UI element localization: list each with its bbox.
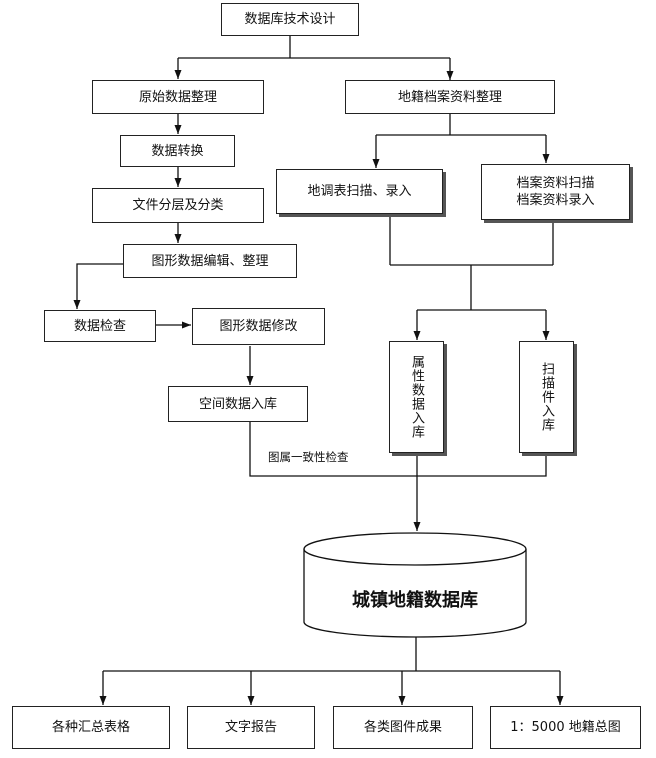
node-survey-scan: 地调表扫描、录入 [276, 169, 443, 214]
node-spatial-db: 空间数据入库 [168, 386, 308, 422]
urban-db-label: 城镇地籍数据库 [352, 590, 478, 611]
node-map-results: 各类图件成果 [333, 706, 473, 749]
node-file-layering: 文件分层及分类 [92, 188, 264, 223]
database-cylinder [303, 532, 527, 638]
arrow-to-data-check [73, 263, 123, 309]
node-scan-db: 扫描件入库 [519, 341, 574, 453]
node-graphic-modify: 图形数据修改 [192, 308, 325, 345]
node-graphic-edit: 图形数据编辑、整理 [123, 244, 297, 278]
node-data-conversion: 数据转换 [120, 135, 235, 167]
node-raw-data: 原始数据整理 [92, 80, 264, 114]
node-data-check: 数据检查 [44, 310, 156, 342]
connector-spatial-to-merge [249, 422, 547, 477]
node-db-design: 数据库技术设计 [221, 3, 359, 36]
node-attribute-db: 属性数据入库 [389, 341, 444, 453]
consistency-check-label: 图属一致性检查 [268, 450, 349, 464]
node-cadastral-archives: 地籍档案资料整理 [345, 80, 555, 114]
node-summary-tables: 各种汇总表格 [12, 706, 170, 749]
node-total-map: 1：5000 地籍总图 [490, 706, 641, 749]
node-text-report: 文字报告 [187, 706, 315, 749]
node-archive-scan: 档案资料扫描 档案资料录入 [481, 164, 630, 220]
